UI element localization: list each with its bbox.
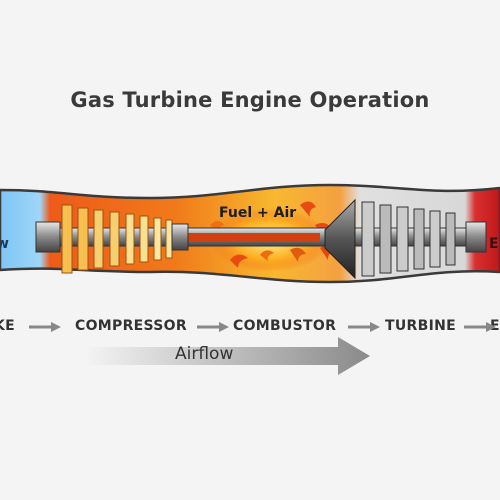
flow-arrow-icon — [197, 322, 229, 332]
flow-arrow-icon — [464, 322, 496, 332]
flow-arrow-icon — [29, 322, 61, 332]
airflow-label: Airflow — [175, 344, 234, 364]
turbine-blades — [361, 201, 456, 277]
compressor-blades — [61, 204, 173, 274]
flow-arrow-icon — [348, 322, 380, 332]
stage-compressor-label: COMPRESSOR — [75, 318, 187, 334]
stage-exhaust-label: E — [490, 318, 500, 334]
stage-turbine-label: TURBINE — [385, 318, 456, 334]
exhaust-label: E — [489, 236, 499, 252]
fuel-air-label: Fuel + Air — [219, 205, 297, 221]
turbine-cone — [324, 198, 356, 280]
stage-intake-label: KE — [0, 318, 16, 334]
page-title: Gas Turbine Engine Operation — [70, 88, 430, 112]
stage-combustor-label: COMBUSTOR — [233, 318, 337, 334]
intake-label: w — [0, 236, 9, 252]
